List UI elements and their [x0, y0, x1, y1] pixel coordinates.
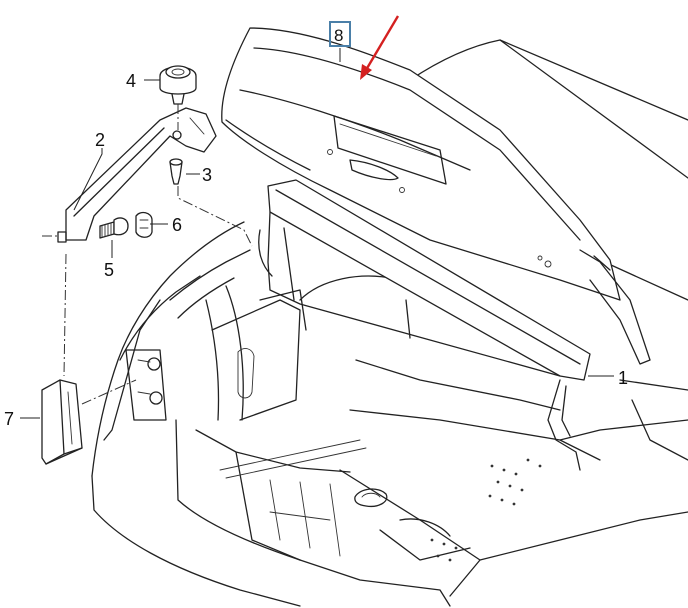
- callout-2: 2: [95, 130, 105, 150]
- part-6-clip: [135, 211, 153, 238]
- floor-holes: [430, 458, 542, 562]
- pointer-arrow: [360, 15, 400, 80]
- part-1-seal-strip: [258, 179, 591, 471]
- part-2-trim-panel: [57, 107, 217, 243]
- leader-lines: [20, 48, 614, 419]
- callout-8-highlight-box: [329, 21, 351, 47]
- trunk-lid: [221, 27, 651, 365]
- callout-8: 8: [334, 26, 343, 45]
- callout-5: 5: [104, 260, 114, 280]
- car-body: [91, 39, 688, 607]
- part-3-clip: [169, 158, 183, 185]
- callout-6: 6: [172, 215, 182, 235]
- callout-3: 3: [202, 165, 212, 185]
- callout-7: 7: [4, 409, 14, 429]
- callout-1: 1: [618, 368, 628, 388]
- callout-4: 4: [126, 71, 136, 91]
- part-4-nut: [159, 65, 197, 105]
- part-7-cover: [41, 379, 83, 465]
- assembly-lines: [42, 104, 253, 405]
- part-5-bolt: [99, 217, 129, 239]
